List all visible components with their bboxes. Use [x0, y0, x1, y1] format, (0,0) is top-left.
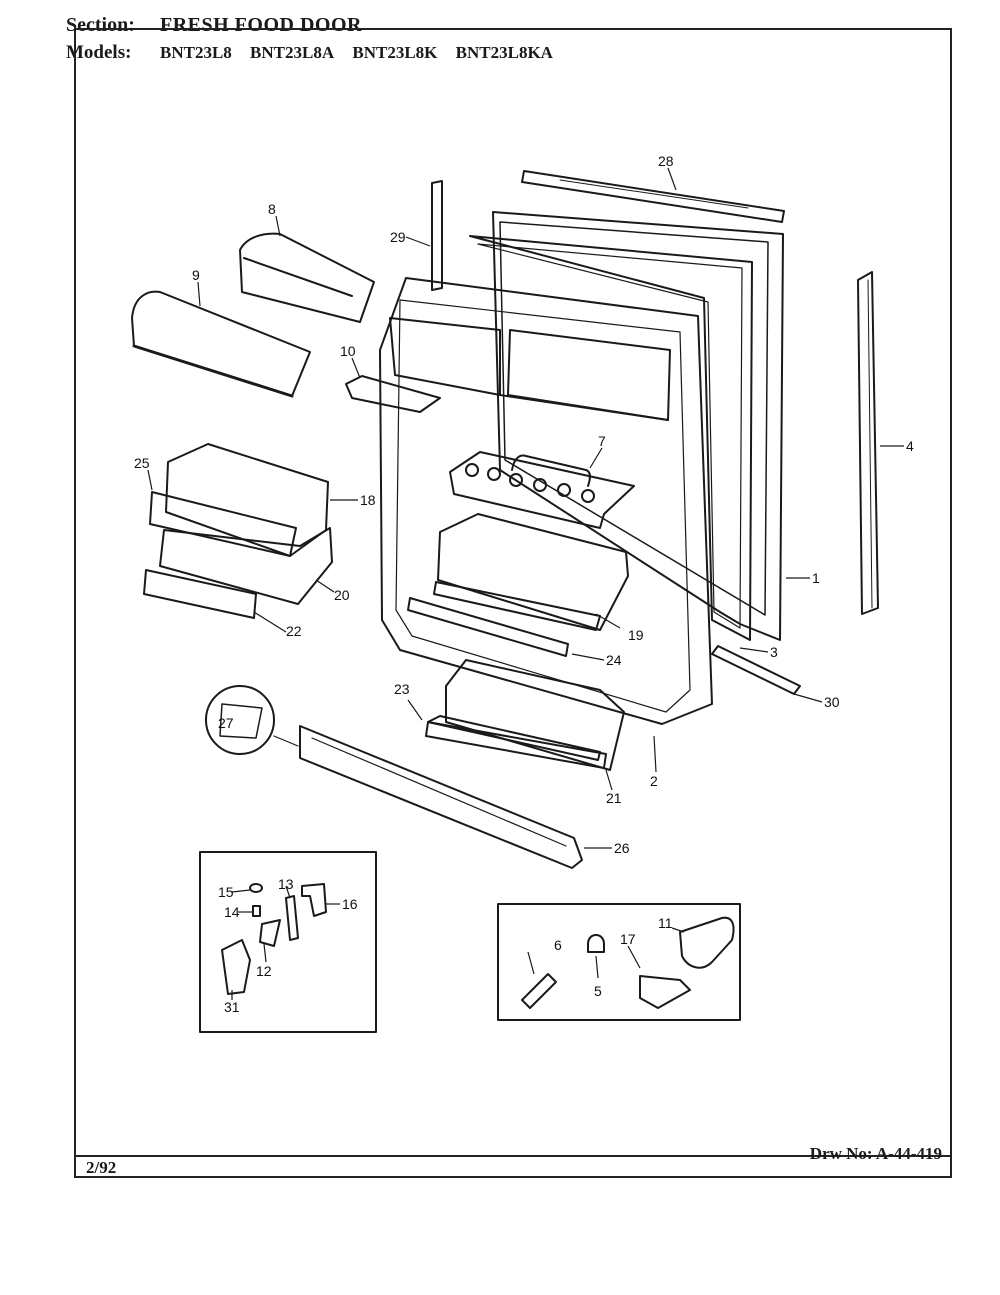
part-dairy-compartment [131, 290, 311, 398]
callout-label: 11 [658, 915, 673, 931]
callout-label: 2 [650, 773, 658, 789]
part-egg-tray [449, 451, 635, 529]
callout-label: 16 [342, 896, 358, 912]
part-door-bin-lower [159, 527, 333, 605]
callout-label: 31 [224, 999, 240, 1015]
callout-label: 26 [614, 840, 630, 856]
callout-label: 15 [218, 884, 234, 900]
part-hinge-kit [221, 883, 327, 995]
callout-label: 19 [628, 627, 644, 643]
callout-label: 6 [554, 937, 562, 953]
callout-labels: 28 29 8 9 10 4 7 25 18 20 22 1 19 24 3 3… [134, 153, 914, 1015]
callout-label: 18 [360, 492, 376, 508]
model-number: BNT23L8A [250, 43, 335, 62]
callout-label: 24 [606, 652, 622, 668]
callout-label: 20 [334, 587, 350, 603]
callout-label: 23 [394, 681, 410, 697]
callout-label: 3 [770, 644, 778, 660]
callout-label: 1 [812, 570, 820, 586]
part-dairy-door [239, 232, 375, 323]
model-number: BNT23L8 [160, 43, 232, 62]
footer-divider [74, 1155, 952, 1157]
part-inset-detail [205, 685, 275, 755]
callout-label: 9 [192, 267, 200, 283]
callout-label: 17 [620, 931, 636, 947]
part-door-bin-bottom [425, 659, 625, 771]
callout-label: 12 [256, 963, 272, 979]
callout-label: 28 [658, 153, 674, 169]
drawing-frame [74, 28, 952, 1178]
callout-label: 21 [606, 790, 622, 806]
callout-label: 29 [390, 229, 406, 245]
model-number: BNT23L8K [352, 43, 438, 62]
part-bottom-trim-strip [711, 645, 801, 695]
section-label: Section: [66, 14, 135, 36]
callout-label: 22 [286, 623, 302, 639]
callout-label: 25 [134, 455, 150, 471]
part-right-trim-strip [857, 271, 879, 615]
callout-label: 4 [906, 438, 914, 454]
part-door-gasket [469, 235, 753, 641]
callout-label: 8 [268, 201, 276, 217]
part-handle-kit [521, 916, 735, 1009]
part-left-trim-strip [431, 180, 443, 291]
callout-label: 30 [824, 694, 840, 710]
callout-label: 5 [594, 983, 602, 999]
part-bin-bottom-strip [427, 715, 601, 761]
part-top-trim-strip [521, 170, 785, 223]
callout-label: 7 [598, 433, 606, 449]
part-door-bin-middle [433, 513, 629, 631]
callout-label: 13 [278, 876, 294, 892]
part-bottom-rail [299, 725, 583, 869]
callout-label: 27 [218, 715, 234, 731]
callout-label: 14 [224, 904, 240, 920]
part-bin-front-strip [143, 569, 257, 619]
model-number: BNT23L8KA [455, 43, 553, 62]
part-inner-door-liner [379, 277, 713, 725]
drawing-number: Drw No: A-44-419 [809, 1144, 942, 1163]
part-door-panel [492, 211, 784, 641]
models-list: BNT23L8 BNT23L8A BNT23L8K BNT23L8KA [160, 43, 567, 63]
part-shelf-front-strip [407, 597, 569, 657]
revision-date: 2/92 [86, 1158, 117, 1177]
section-title: FRESH FOOD DOOR [160, 14, 362, 36]
models-label: Models: [66, 42, 132, 63]
callout-label: 10 [340, 343, 356, 359]
